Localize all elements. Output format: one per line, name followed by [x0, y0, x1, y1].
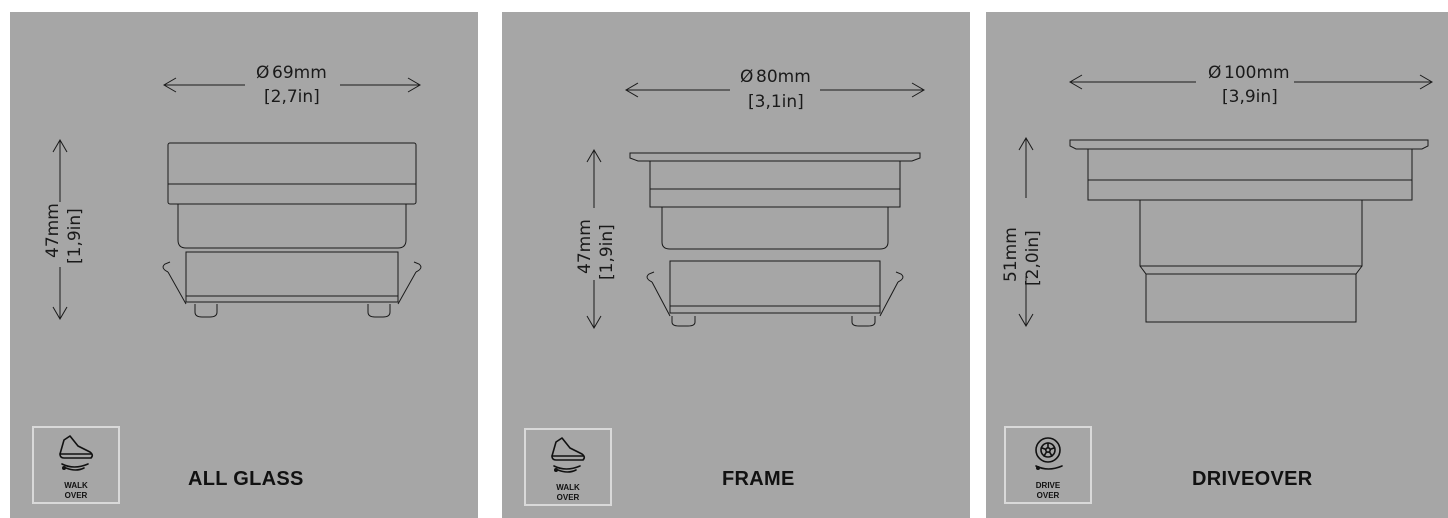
width-dimension: 100mm	[1224, 63, 1290, 83]
badge-label-line1: DRIVE	[1035, 481, 1061, 490]
height-dimension: 47mm	[575, 219, 595, 274]
drive-over-badge: DRIVE OVER	[1004, 426, 1092, 504]
badge-label-line2: OVER	[556, 493, 580, 502]
panel-frame: Ø 80mm [3,1in] 47mm [1,9in] WALK OVER FR…	[502, 12, 970, 518]
diameter-symbol: Ø	[256, 63, 269, 83]
shoe-icon	[59, 435, 94, 471]
badge-label-line1: WALK	[64, 481, 88, 490]
diameter-symbol: Ø	[740, 67, 753, 87]
badge-label-line2: OVER	[64, 491, 88, 500]
badge-label-line2: OVER	[1036, 491, 1060, 500]
walk-over-badge: WALK OVER	[32, 426, 120, 504]
width-dimension-inch: [2,7in]	[264, 87, 320, 107]
wheel-icon	[1035, 437, 1063, 470]
badge-label-line1: WALK	[556, 483, 580, 492]
panel-title: ALL GLASS	[188, 468, 304, 490]
diameter-symbol: Ø	[1208, 63, 1221, 83]
height-dimension-inch: [1,9in]	[65, 208, 85, 264]
height-dimension: 51mm	[1001, 227, 1021, 282]
height-dimension: 47mm	[43, 203, 63, 258]
width-dimension: 80mm	[756, 67, 811, 87]
walk-over-badge: WALK OVER	[524, 428, 612, 506]
width-dimension-inch: [3,9in]	[1222, 87, 1278, 107]
panel-driveover: Ø 100mm [3,9in] 51mm [2,0in] DRIVE OVER	[986, 12, 1448, 518]
drawing-driveover: Ø 100mm [3,9in] 51mm [2,0in]	[1001, 63, 1433, 327]
drawing-frame: Ø 80mm [3,1in] 47mm [1,9in]	[575, 67, 925, 329]
height-dimension-inch: [2,0in]	[1023, 230, 1043, 286]
height-dimension-inch: [1,9in]	[597, 224, 617, 280]
shoe-icon	[551, 437, 586, 473]
panel-title: FRAME	[722, 468, 795, 490]
panel-all-glass: Ø 69mm [2,7in] 47mm [1,9in] WALK OVER AL…	[10, 12, 478, 518]
drawing-all-glass: Ø 69mm [2,7in] 47mm [1,9in]	[43, 63, 422, 320]
width-dimension-inch: [3,1in]	[748, 92, 804, 112]
width-dimension: 69mm	[272, 63, 327, 83]
panel-title: DRIVEOVER	[1192, 468, 1313, 490]
